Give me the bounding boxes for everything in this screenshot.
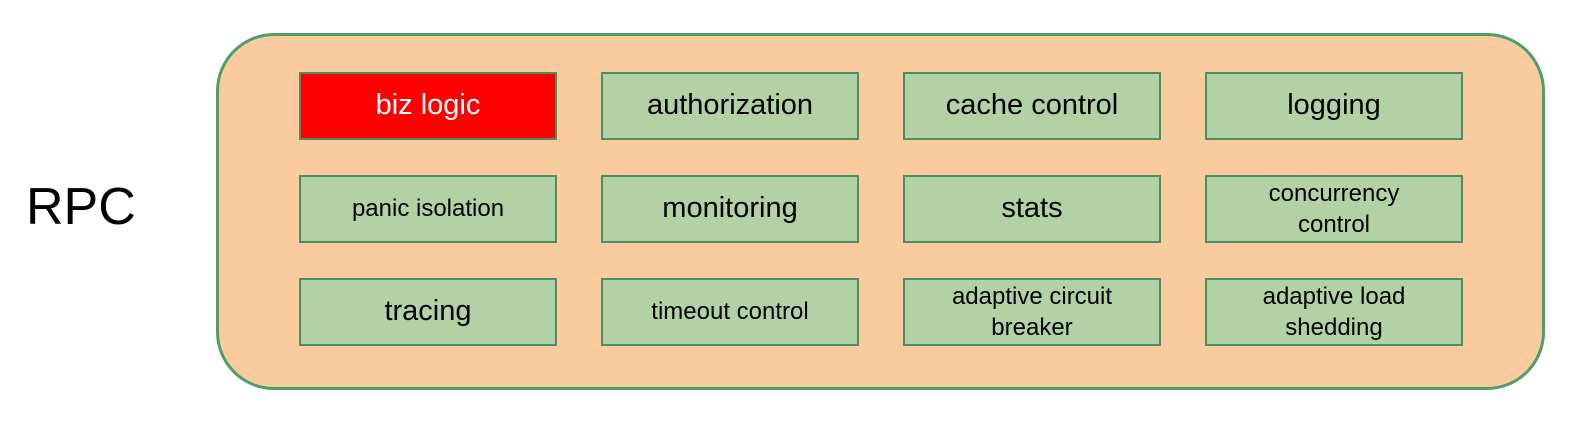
box-biz-logic: biz logic bbox=[299, 72, 557, 140]
rpc-middleware-container: biz logic authorization cache control lo… bbox=[216, 33, 1545, 390]
box-authorization: authorization bbox=[601, 72, 859, 140]
box-adaptive-circuit-breaker: adaptive circuit breaker bbox=[903, 278, 1161, 346]
box-tracing: tracing bbox=[299, 278, 557, 346]
box-adaptive-load-shedding: adaptive load shedding bbox=[1205, 278, 1463, 346]
rpc-side-label: RPC bbox=[26, 178, 136, 236]
box-logging: logging bbox=[1205, 72, 1463, 140]
box-timeout-control: timeout control bbox=[601, 278, 859, 346]
box-cache-control: cache control bbox=[903, 72, 1161, 140]
box-concurrency-control: concurrency control bbox=[1205, 175, 1463, 243]
box-stats: stats bbox=[903, 175, 1161, 243]
box-monitoring: monitoring bbox=[601, 175, 859, 243]
box-panic-isolation: panic isolation bbox=[299, 175, 557, 243]
